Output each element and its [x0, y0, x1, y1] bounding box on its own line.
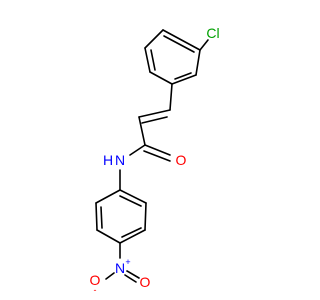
bonds [95, 29, 209, 283]
bond [144, 202, 147, 231]
bond [124, 274, 137, 283]
bond [141, 116, 168, 124]
nitro-oxygen-left-charge: - [94, 285, 97, 295]
nitro-oxygen-left-label: O [90, 272, 101, 288]
atom-labels: Cl O N H N + O - O [90, 25, 220, 295]
bond [119, 189, 147, 204]
bond [126, 270, 140, 279]
nitro-nitrogen-label: N [115, 260, 125, 276]
bond [162, 29, 201, 51]
bond [144, 29, 164, 49]
bond [144, 47, 151, 73]
bond [144, 144, 171, 156]
bond [171, 74, 197, 85]
amide-hydrogen-label: H [103, 152, 113, 168]
bond [143, 150, 171, 162]
bond [149, 71, 173, 85]
bond [195, 49, 201, 76]
bond [138, 116, 146, 146]
bond [163, 35, 195, 53]
bond [174, 72, 192, 80]
bond [199, 39, 209, 51]
molecule-structure: Cl O N H N + O - O [90, 25, 220, 295]
bond [119, 229, 146, 244]
bond [100, 206, 103, 229]
bond [96, 229, 121, 244]
bond [169, 83, 173, 111]
nitro-oxygen-right-label: O [140, 274, 151, 290]
amide-nitrogen-label: N [115, 152, 125, 168]
bond [121, 227, 142, 238]
bond [95, 202, 98, 231]
bond [129, 144, 146, 156]
bond [138, 109, 171, 118]
bond [95, 189, 121, 204]
amide-oxygen-label: O [176, 152, 187, 168]
bond [150, 49, 156, 71]
nitro-nitrogen-charge: + [125, 257, 130, 267]
bond [119, 195, 142, 207]
chlorine-label: Cl [206, 25, 219, 41]
bond [105, 272, 115, 280]
